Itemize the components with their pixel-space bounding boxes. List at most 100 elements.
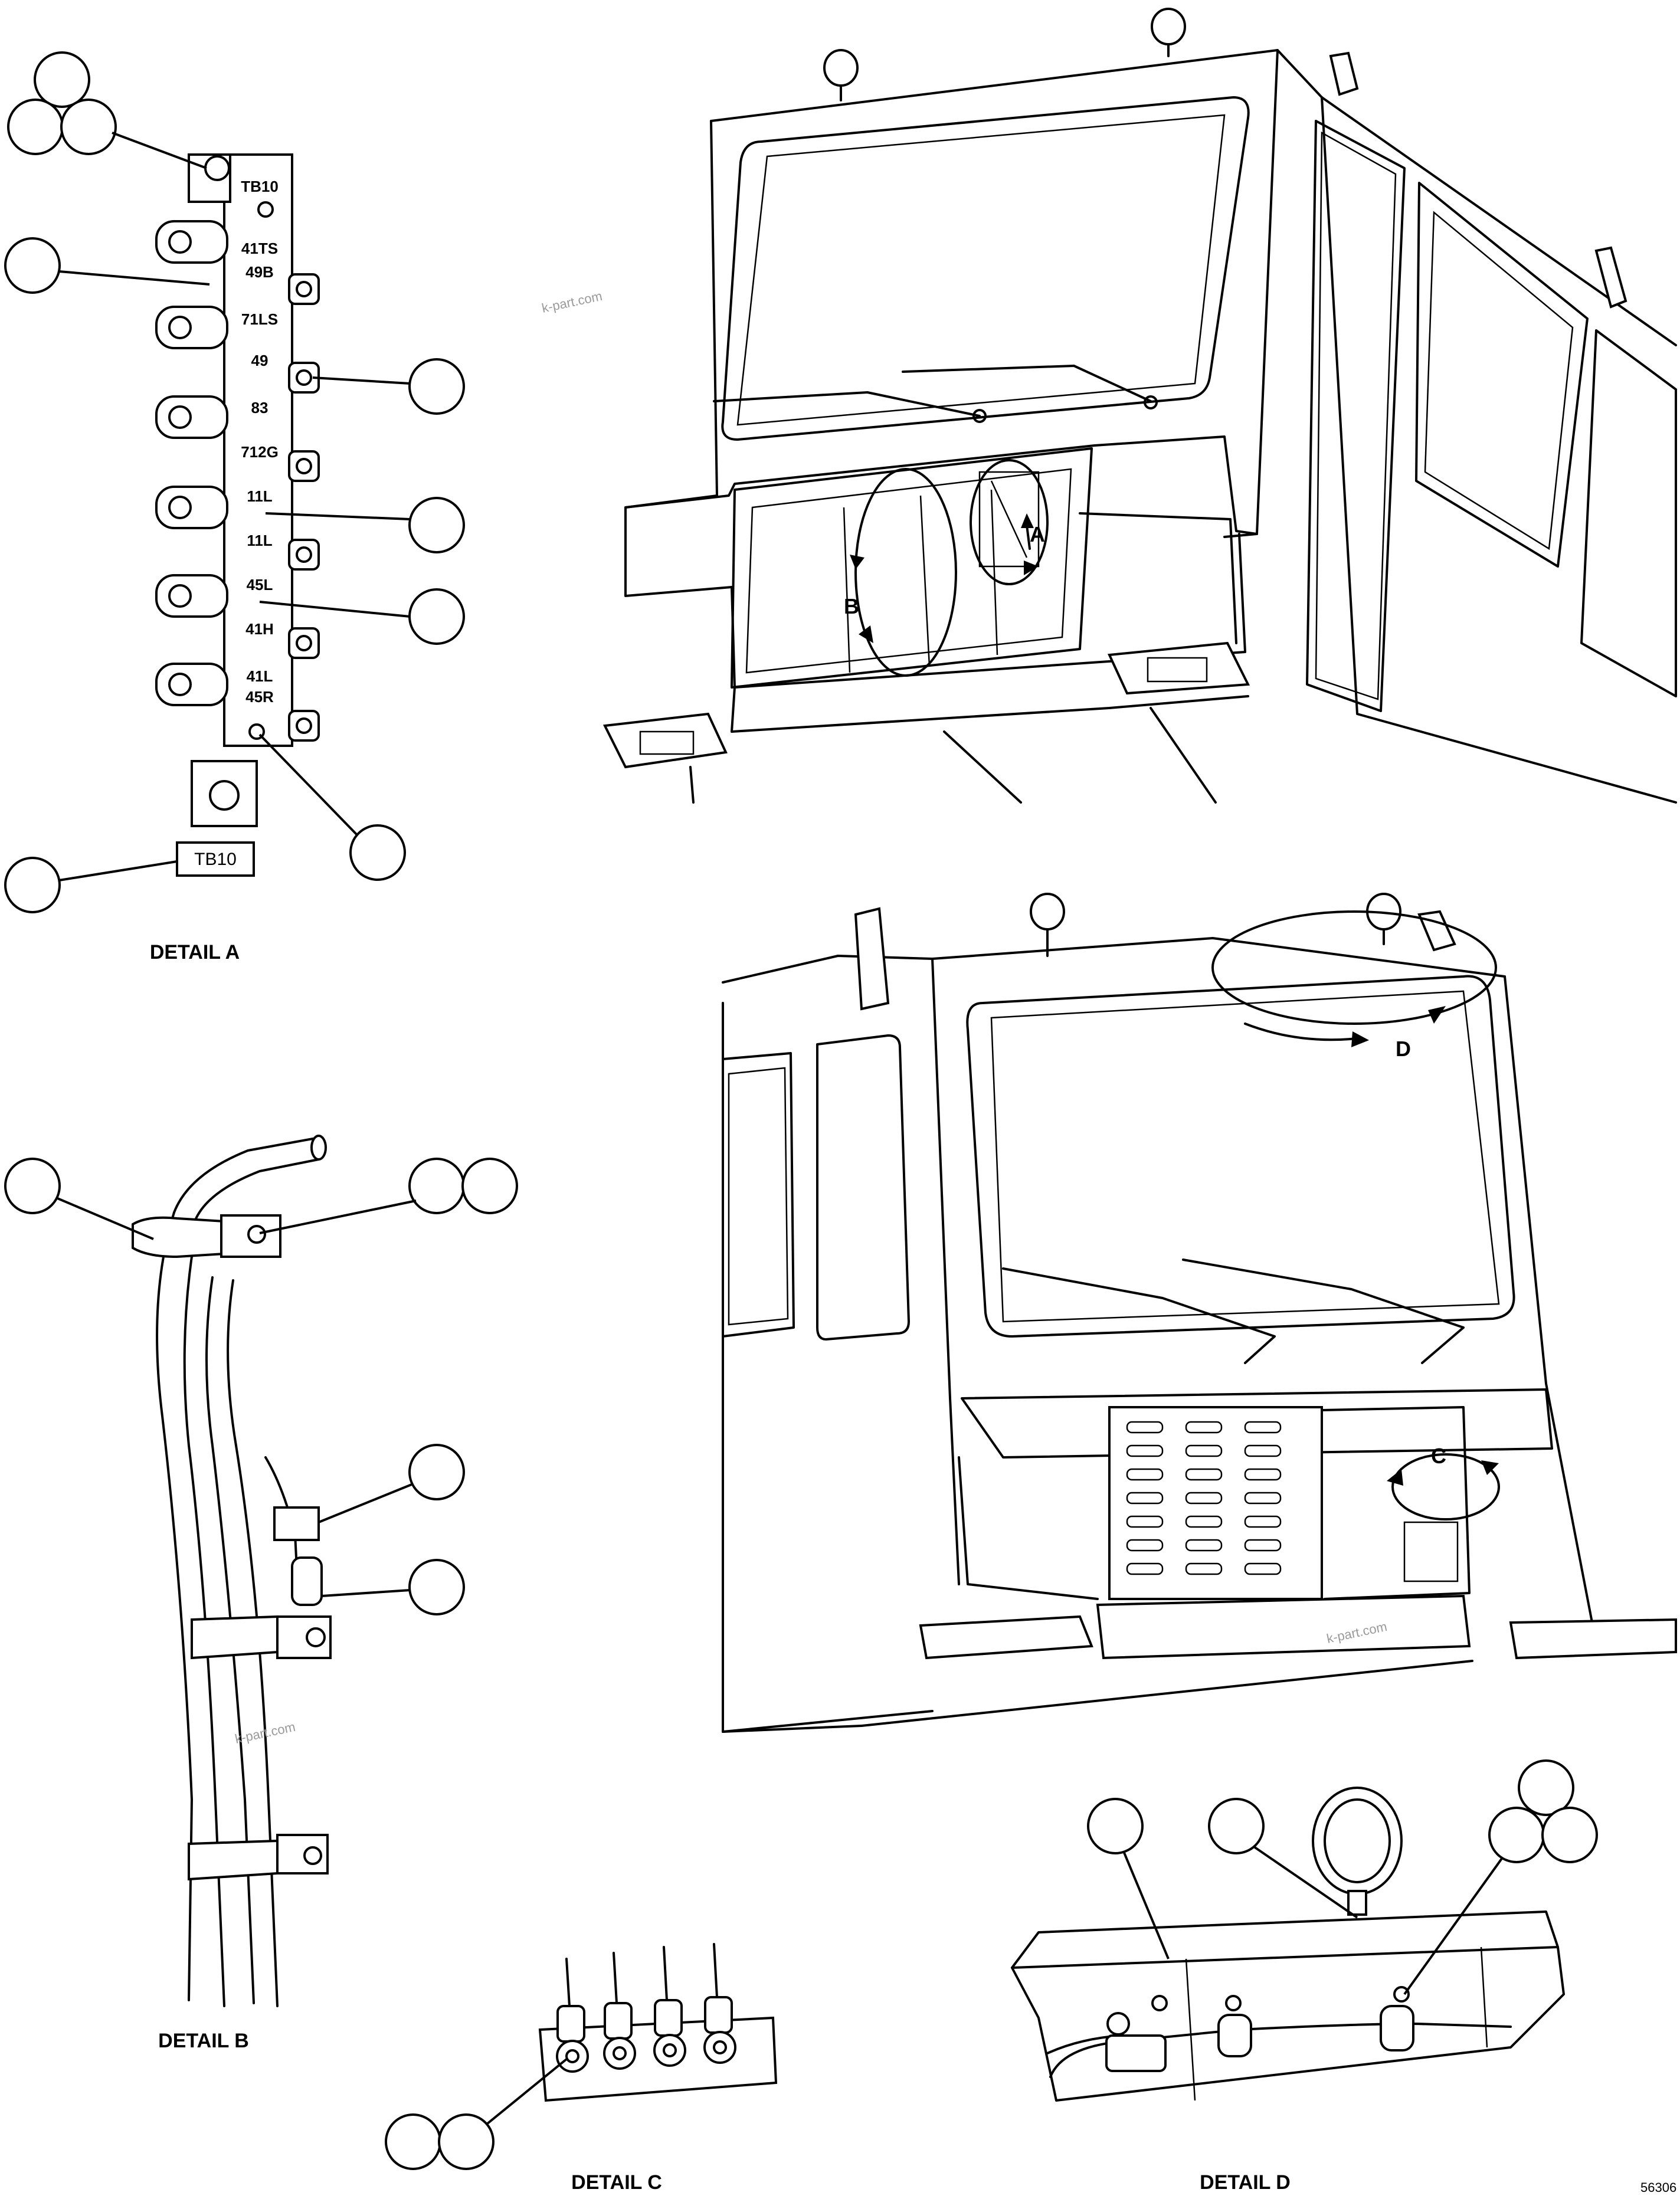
view-letter-a: A [1030,522,1045,546]
console-top [624,435,1258,535]
deck-lines [689,707,1217,804]
callouts-detail-a [4,51,465,913]
cab-left-edge [624,120,733,597]
cab-view-top: A B k-part.com [541,8,1677,804]
detail-c-indicator [1391,1453,1500,1520]
mount-foot-right [1108,641,1250,695]
tb-label-11: 41L [247,667,273,685]
cab-front-corner [1223,49,1279,538]
tb-label-5: 83 [251,399,268,417]
plug-b [291,1556,323,1606]
right-nuts [288,273,320,742]
component-bay [1321,1406,1471,1600]
arrow-b-2 [859,625,873,643]
detail-b-indicator [854,468,957,677]
mount-foot-2-left [919,1615,1093,1660]
connector-b [273,1506,320,1541]
console-2-left [958,1456,1099,1600]
cab2-right-edge [1504,975,1594,1630]
leader-c [486,2058,568,2125]
side-door-window-frame [1306,120,1406,712]
lift-lug-2b [1417,910,1456,952]
tb-label-3: 71LS [241,310,278,328]
roof-lamp-d [1312,1787,1403,1895]
detail-a-indicator [970,459,1049,585]
cab2-roof [722,937,1506,984]
caption-detail-a: DETAIL A [150,941,240,964]
detail-d-indicator [1211,910,1497,1025]
cab-side-lower [1321,96,1677,804]
cable-right-2 [227,1279,279,2007]
side-window-2 [722,1052,795,1338]
tb10-tag [176,841,255,877]
tb-label-12: 45R [245,688,274,706]
bottom-bracket [191,760,258,827]
arrow-c-1 [1387,1469,1403,1486]
bottom-screw [209,780,240,811]
clamp-bracket-2 [276,1615,332,1659]
tb-label-4: 49 [251,352,268,369]
cable-right-1 [205,1276,255,2004]
caption-detail-b: DETAIL B [158,2030,249,2052]
tb10-tag-text: TB10 [194,850,237,869]
clamp-bracket-1 [220,1214,281,1258]
view-letter-c: C [1431,1444,1446,1468]
mount-foot-2-right [1509,1618,1677,1660]
drawing-number: 56306 [1640,2180,1676,2195]
hose-top-1 [173,1138,314,1214]
cab-view-middle: D C k-part.com [722,893,1677,1733]
terminal-strip-a [978,471,1040,568]
clamp-d-2 [1380,2005,1414,2051]
tb-label-1: 41TS [241,240,278,257]
tb-label-10: 41H [245,620,274,638]
tb-label-2: 49B [245,263,274,281]
cable-clamp-2 [191,1615,279,1660]
view-letter-d: D [1396,1037,1411,1061]
detail-b: k-part.com DETAIL B [4,1135,518,2052]
right-pedestal [1079,512,1237,644]
cable-clamp-3 [188,1839,279,1881]
cable-left-2 [183,1220,225,2007]
cab-roof [710,49,1677,346]
clamp-bracket-3 [276,1834,329,1874]
caption-detail-c: DETAIL C [571,2171,662,2194]
callout-c-2 [438,2113,494,2170]
roof-channel-top [1011,1910,1559,1969]
detail-d: DETAIL D [1011,1759,1598,2194]
watermark-1: k-part.com [541,289,604,316]
console-base [731,686,1249,733]
tb-label-6: 712G [241,443,279,461]
arrow-d-1 [1351,1031,1369,1047]
left-lugs [155,220,228,706]
arrow-d-2 [1428,1006,1446,1024]
board-screw-bottom [248,723,265,740]
lift-lug-2 [1594,246,1627,309]
base-plate-2 [1096,1594,1471,1660]
tb-label-7: 11L [247,487,272,505]
deck-lines-2 [722,1660,1473,1733]
arrow-a-1 [1021,513,1034,528]
roof-channel [1011,1946,1565,2102]
view-letter-b: B [844,594,859,618]
callouts-detail-d [1087,1759,1598,1995]
board-screw-top [257,201,274,218]
rear-side-panel [1580,329,1677,697]
windshield [721,96,1250,441]
hose-top-2 [194,1158,320,1223]
caption-detail-d: DETAIL D [1200,2171,1291,2194]
connector-d [1105,2034,1167,2072]
door-window-2 [816,1034,910,1341]
windshield-inner [736,114,1226,426]
detail-c: DETAIL C [385,1943,778,2194]
cable-left-1 [156,1211,193,2001]
louvers [1126,1421,1282,1575]
lift-lug-1 [1329,51,1359,96]
mount-foot-left [602,712,728,769]
tb-title: TB10 [241,178,279,195]
callouts-detail-b [4,1158,518,1615]
roof-lamps [823,8,1186,101]
detail-a: TB10 41TS 49B 71LS 49 83 712G 11L 11L 45… [4,51,465,964]
clamp-d-1 [1217,2014,1252,2057]
roof-lamp-2a [1030,893,1065,930]
